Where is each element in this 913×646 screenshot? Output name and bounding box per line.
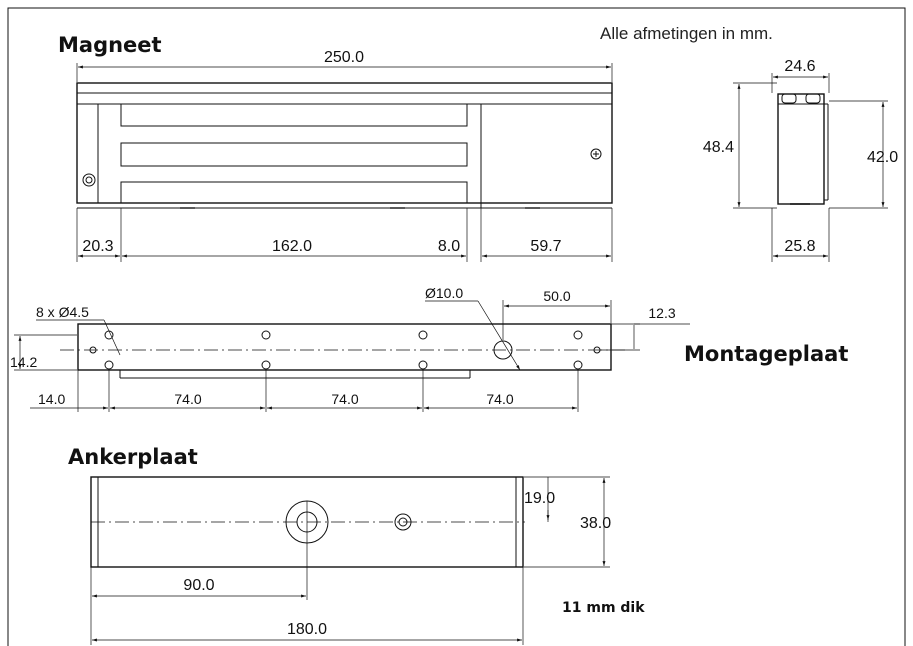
magnet-seg1-label: 20.3 xyxy=(82,238,113,255)
hole-icon xyxy=(418,330,428,340)
hole-icon xyxy=(573,330,583,340)
magnet-seg4-label: 59.7 xyxy=(530,238,561,255)
magnet-seg2-label: 162.0 xyxy=(272,238,312,255)
mounting-plate-title: Montageplaat xyxy=(684,342,848,366)
hole-icon xyxy=(261,330,271,340)
side-inner-height-label: 42.0 xyxy=(867,149,898,166)
hole-icon xyxy=(573,360,583,370)
units-note: Alle afmetingen in mm. xyxy=(600,24,773,43)
start-label: 14.0 xyxy=(38,391,65,407)
half-length-label: 90.0 xyxy=(183,577,214,594)
dim-mounting-plate: 8 x Ø4.5 Ø10.0 50.0 12.3 14.2 14.0 74.0 … xyxy=(10,285,690,412)
dim-magnet-segments: 20.3 162.0 8.0 59.7 xyxy=(76,208,613,262)
screw-icon xyxy=(82,173,96,187)
left-height-label: 14.2 xyxy=(10,354,37,370)
big-hole-label: Ø10.0 xyxy=(425,285,463,301)
side-top-label: 24.6 xyxy=(784,58,815,75)
anchor-plate-title: Ankerplaat xyxy=(68,445,198,469)
dim-side: 24.6 48.4 42.0 25.8 xyxy=(703,58,898,262)
mounting-plate-view xyxy=(60,323,625,379)
side-height-label: 48.4 xyxy=(703,139,734,156)
pin-hole-icon xyxy=(394,513,412,531)
spacing3-label: 74.0 xyxy=(486,391,513,407)
spacing2-label: 74.0 xyxy=(331,391,358,407)
anchor-plate-view xyxy=(90,476,525,600)
page-border xyxy=(7,7,906,646)
right-height-label: 12.3 xyxy=(648,305,675,321)
magnet-length-label: 250.0 xyxy=(324,49,364,66)
length-label: 180.0 xyxy=(287,621,327,638)
hole-icon xyxy=(104,360,114,370)
hole-icon xyxy=(261,360,271,370)
magnet-front-view xyxy=(76,82,613,209)
thickness-note: 11 mm dik xyxy=(562,600,645,616)
large-hole-icon xyxy=(493,340,513,360)
half-height-label: 19.0 xyxy=(524,490,555,507)
magnet-side-view xyxy=(777,93,829,205)
screw-icon xyxy=(590,148,602,160)
dim-anchor-plate: 19.0 38.0 90.0 180.0 xyxy=(90,476,611,645)
height-label: 38.0 xyxy=(580,515,611,532)
side-bottom-label: 25.8 xyxy=(784,238,815,255)
magnet-title: Magneet xyxy=(58,33,162,57)
hole-icon xyxy=(418,360,428,370)
offset-right-label: 50.0 xyxy=(543,288,570,304)
magnet-seg3-label: 8.0 xyxy=(438,238,460,255)
hole-icon xyxy=(89,346,97,354)
spacing1-label: 74.0 xyxy=(174,391,201,407)
dim-magnet-length: 250.0 xyxy=(76,49,613,82)
holes-label: 8 x Ø4.5 xyxy=(36,304,89,320)
